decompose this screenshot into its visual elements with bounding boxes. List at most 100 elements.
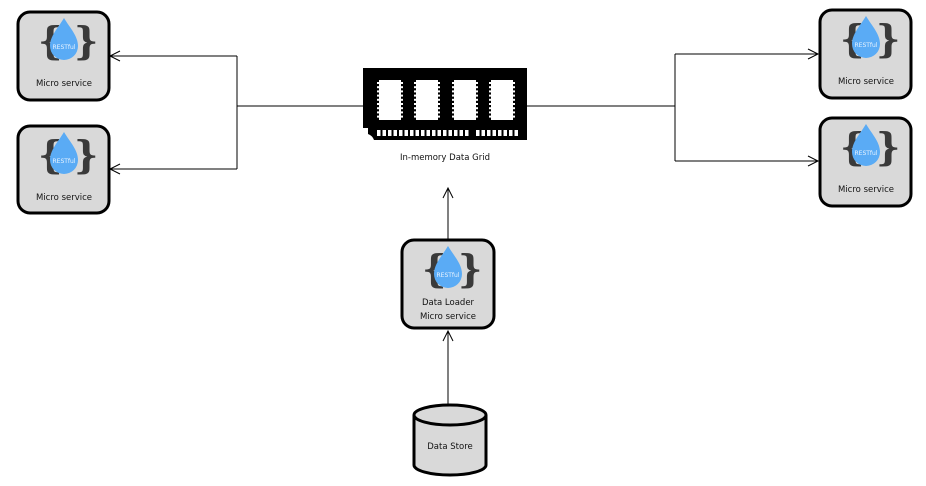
connector-loader-to-grid	[442, 186, 454, 239]
database-cylinder-icon	[412, 415, 488, 477]
chip-leg	[377, 86, 379, 89]
chip-leg	[452, 98, 454, 101]
chip-leg	[401, 107, 403, 110]
chip-leg	[414, 94, 416, 97]
chip-leg	[513, 98, 515, 101]
chip-leg	[377, 103, 379, 105]
svg-text:Micro service: Micro service	[36, 79, 92, 89]
chip-leg	[476, 94, 478, 97]
chip-leg	[401, 103, 403, 105]
chip-leg	[401, 82, 403, 84]
chip-leg	[513, 86, 515, 89]
chip-leg	[513, 90, 515, 93]
chip-leg	[377, 82, 379, 84]
chip-leg	[377, 90, 379, 93]
chip-leg	[476, 115, 478, 118]
chip-leg	[489, 82, 491, 84]
chip-leg	[438, 90, 440, 93]
chip-leg	[452, 103, 454, 105]
chip-leg	[401, 98, 403, 101]
chip-leg	[414, 111, 416, 114]
chip-leg	[414, 115, 416, 118]
ram-pins	[377, 82, 518, 136]
micro-service-right-1[interactable]: RESTful Micro service	[818, 8, 913, 100]
data-store[interactable]: Data Store	[412, 403, 488, 477]
chip-leg	[401, 94, 403, 97]
ram-chips	[379, 80, 513, 120]
ram-pin	[492, 130, 496, 136]
chip-leg	[401, 90, 403, 93]
chip-leg	[438, 111, 440, 114]
chip-leg	[377, 107, 379, 110]
chip-leg	[476, 107, 478, 110]
chip-leg	[452, 86, 454, 89]
ram-pin	[454, 130, 458, 136]
chip-leg	[476, 111, 478, 114]
ram-module-icon	[363, 68, 527, 140]
ram-pin	[410, 130, 414, 136]
ram-pin	[459, 130, 463, 136]
ram-pin	[498, 130, 502, 136]
chip-leg	[438, 103, 440, 105]
grid-label: In-memory Data Grid	[400, 153, 490, 163]
ram-pin	[481, 130, 485, 136]
ram-pin	[399, 130, 403, 136]
chip-leg	[452, 107, 454, 110]
chip-leg	[438, 98, 440, 101]
chip-leg	[401, 115, 403, 118]
ram-pin	[393, 130, 397, 136]
restful-drop-icon	[38, 132, 99, 177]
chip-leg	[489, 94, 491, 97]
chip-leg	[414, 98, 416, 101]
chip-leg	[414, 103, 416, 105]
ram-pin	[448, 130, 452, 136]
connector-left	[108, 50, 363, 175]
chip-leg	[513, 103, 515, 105]
chip-leg	[489, 111, 491, 114]
svg-text:RESTful: RESTful	[854, 42, 877, 49]
chip-leg	[476, 86, 478, 89]
ram-pin	[426, 130, 430, 136]
ram-pin	[465, 130, 469, 136]
chip-leg	[414, 107, 416, 110]
ram-pin	[443, 130, 447, 136]
restful-drop-icon	[840, 124, 901, 169]
chip-leg	[414, 86, 416, 89]
ram-pin	[487, 130, 491, 136]
chip-leg	[438, 86, 440, 89]
ram-pin	[514, 130, 518, 136]
chip-leg	[513, 115, 515, 118]
chip-leg	[452, 115, 454, 118]
svg-text:RESTful: RESTful	[436, 272, 459, 279]
micro-service-left-2[interactable]: RESTful Micro service	[16, 124, 111, 215]
connector-store-to-loader	[442, 329, 454, 405]
chip-leg	[489, 98, 491, 101]
svg-text:Data Loader: Data Loader	[422, 298, 475, 308]
ram-pin	[476, 130, 480, 136]
chip-leg	[438, 82, 440, 84]
chip-leg	[414, 90, 416, 93]
chip-leg	[513, 111, 515, 114]
chip-leg	[476, 98, 478, 101]
ram-pin	[509, 130, 513, 136]
chip-leg	[489, 103, 491, 105]
data-loader-micro-service[interactable]: RESTful Data Loader Micro service	[400, 238, 496, 330]
in-memory-data-grid[interactable]: In-memory Data Grid	[363, 68, 527, 163]
svg-text:RESTful: RESTful	[854, 150, 877, 157]
ram-pin	[421, 130, 425, 136]
ram-pin	[432, 130, 436, 136]
ram-pin	[437, 130, 441, 136]
ram-pin	[404, 130, 408, 136]
micro-service-right-2[interactable]: RESTful Micro service	[818, 116, 913, 208]
chip-leg	[401, 86, 403, 89]
chip-leg	[377, 115, 379, 118]
ram-pin	[415, 130, 419, 136]
micro-service-left-1[interactable]: RESTful Micro service	[16, 10, 111, 102]
chip-leg	[489, 90, 491, 93]
svg-text:RESTful: RESTful	[52, 44, 75, 51]
chip-leg	[452, 82, 454, 84]
svg-text:RESTful: RESTful	[52, 158, 75, 165]
connector-right	[527, 48, 820, 167]
svg-text:Data Store: Data Store	[427, 442, 472, 452]
